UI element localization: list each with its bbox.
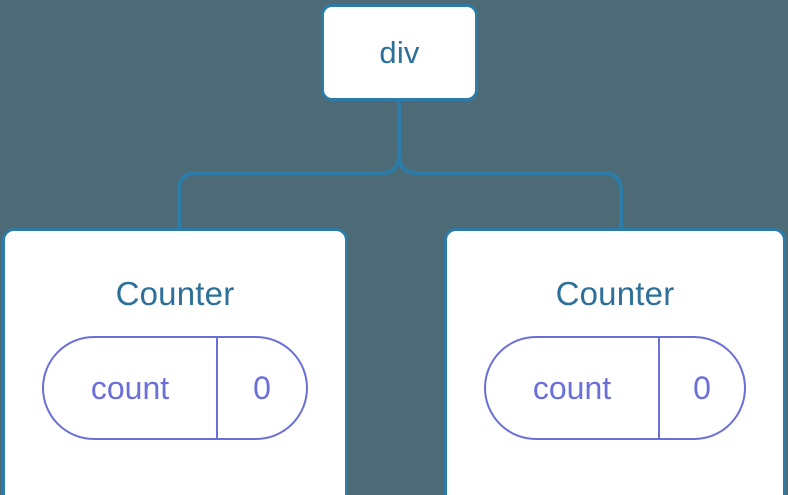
counter-1-state-key: count	[44, 338, 218, 438]
counter-2-title: Counter	[555, 275, 675, 312]
node-root-div[interactable]: div	[321, 4, 478, 101]
counter-2-state-value: 0	[693, 370, 711, 406]
counter-2-state-pill[interactable]: count 0	[484, 336, 746, 440]
counter-1-state-value: 0	[253, 370, 271, 406]
connector-left-edge	[177, 101, 401, 230]
counter-1-state-pill[interactable]: count 0	[42, 336, 308, 440]
node-counter-1[interactable]: Counter count 0	[2, 228, 348, 495]
connector-right-edge	[397, 101, 623, 230]
node-counter-2[interactable]: Counter count 0	[444, 228, 786, 495]
root-node-label: div	[379, 35, 420, 70]
counter-2-state-key: count	[486, 338, 660, 438]
counter-1-title: Counter	[115, 275, 235, 312]
